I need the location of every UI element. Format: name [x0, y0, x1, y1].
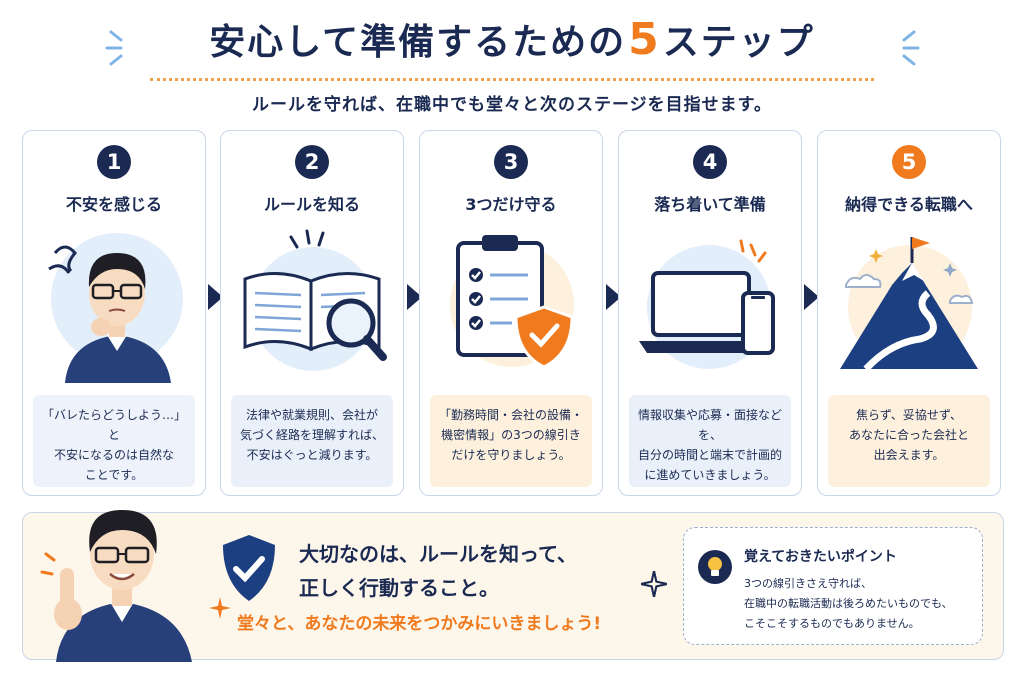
step-title: 不安を感じる — [65, 195, 162, 214]
desc-line: ことです。 — [84, 468, 144, 482]
step-number-badge: 2 — [295, 145, 329, 179]
step-description: 情報収集や応募・面接などを、 自分の時間と端末で計画的 に進めていきましょう。 — [629, 395, 791, 487]
sparkle-icon — [209, 597, 231, 619]
step-card-2: 2 ルールを知る 法律や就業規則、会社が 気づく経路を理解すれば、 不安はぐっと… — [220, 130, 404, 496]
laptop-phone-icon — [639, 239, 775, 369]
summary-panel: 大切なのは、ルールを知って、 正しく行動すること。 堂々と、あなたの未来をつかみ… — [22, 512, 1004, 660]
page-title: 安心して準備するための5ステップ — [0, 14, 1024, 84]
step-number-badge: 3 — [494, 145, 528, 179]
desc-line: だけを守りましょう。 — [451, 448, 571, 462]
sparkle-icon — [641, 571, 667, 597]
desc-line: 「勤務時間・会社の設備・ — [438, 408, 583, 422]
desc-line: 焦らず、妥協せず、 — [855, 408, 963, 422]
subtitle: ルールを守れば、在職中でも堂々と次のステージを目指せます。 — [252, 95, 772, 115]
step-title: 落ち着いて準備 — [654, 195, 766, 214]
summary-cta: 堂々と、あなたの未来をつかみにいきましょう! — [237, 614, 602, 634]
lightbulb-icon — [698, 550, 732, 584]
step-number-badge: 1 — [97, 145, 131, 179]
key-point-line: 在職中の転職活動は後ろめたいものでも、 — [744, 597, 953, 610]
step-description: 「勤務時間・会社の設備・ 機密情報」の3つの線引き だけを守りましょう。 — [430, 395, 592, 487]
desc-line: あなたに合った会社と — [848, 428, 969, 442]
key-point-body: 3つの線引きさえ守れば、 在職中の転職活動は後ろめたいものでも、 こそこそするも… — [744, 574, 976, 634]
desc-line: 機密情報」の3つの線引き — [441, 428, 581, 442]
desc-line: 不安はぐっと減ります。 — [246, 448, 378, 462]
step-card-4: 4 落ち着いて準備 情報収集や応募・面接などを、 自分の時間と端末で計画的 に進… — [618, 130, 802, 496]
step-title: ルールを知る — [263, 195, 360, 214]
title-text: 安心して準備するための — [209, 22, 627, 63]
title-underline — [150, 78, 874, 81]
guide-person-icon — [40, 510, 192, 662]
desc-line: 不安になるのは自然な — [53, 448, 174, 462]
key-point-title: 覚えておきたいポイント — [744, 549, 897, 565]
book-magnifier-icon — [243, 229, 387, 371]
desc-line: に進めていきましょう。 — [644, 468, 776, 482]
step-card-1: 1 不安を感じる 「バレたらどうしよう…」と 不安になるのは自然な ことです。 — [22, 130, 206, 496]
step-card-3: 3 3つだけ守る 「勤務時間・会社の設備・ 機密情報」の3つの線引き だけを守り… — [419, 130, 603, 496]
key-point-box: 覚えておきたいポイント 3つの線引きさえ守れば、 在職中の転職活動は後ろめたいも… — [683, 527, 983, 645]
title-number: 5 — [628, 14, 661, 65]
desc-line: 出会えます。 — [873, 448, 945, 462]
summary-line-2: 正しく行動すること。 — [299, 576, 499, 600]
step-number-badge: 5 — [892, 145, 926, 179]
sparkle-lines-right-icon — [902, 30, 920, 66]
summary-line-1: 大切なのは、ルールを知って、 — [299, 542, 577, 566]
title-text-suffix: ステップ — [662, 22, 815, 63]
step-title: 納得できる転職へ — [845, 195, 973, 214]
step-number-badge: 4 — [693, 145, 727, 179]
mountain-flag-icon — [840, 237, 978, 372]
step-title: 3つだけ守る — [465, 195, 557, 214]
desc-line: 法律や就業規則、会社が — [245, 408, 378, 422]
step-description: 法律や就業規則、会社が 気づく経路を理解すれば、 不安はぐっと減ります。 — [231, 395, 393, 487]
desc-line: 情報収集や応募・面接などを、 — [637, 408, 782, 442]
step-description: 「バレたらどうしよう…」と 不安になるのは自然な ことです。 — [33, 395, 195, 487]
step-arrow-icon — [407, 284, 422, 310]
step-arrow-icon — [208, 284, 223, 310]
key-point-line: こそこそするものでもありません。 — [744, 617, 920, 630]
sparkle-lines-left-icon — [105, 30, 123, 66]
step-card-5: 5 納得できる転職へ 焦らず、妥協せず、 あなたに合った会社と 出会えます。 — [817, 130, 1001, 496]
worried-person-icon — [48, 233, 183, 383]
desc-line: 「バレたらどうしよう…」と — [41, 408, 186, 442]
step-arrow-icon — [804, 284, 819, 310]
key-point-line: 3つの線引きさえ守れば、 — [744, 577, 872, 590]
desc-line: 自分の時間と端末で計画的 — [637, 448, 782, 462]
step-arrow-icon — [606, 284, 621, 310]
shield-check-icon — [223, 535, 275, 601]
checklist-shield-icon — [450, 235, 574, 369]
summary-message: 大切なのは、ルールを知って、 正しく行動すること。 — [299, 537, 689, 605]
step-description: 焦らず、妥協せず、 あなたに合った会社と 出会えます。 — [828, 395, 990, 487]
desc-line: 気づく経路を理解すれば、 — [239, 428, 384, 442]
